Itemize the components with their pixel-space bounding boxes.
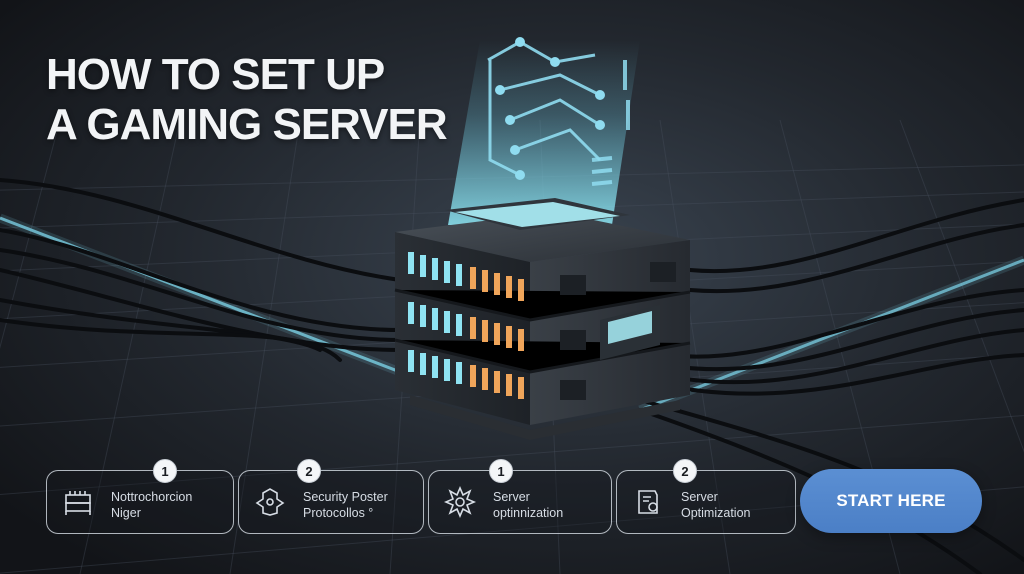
step-card-3[interactable]: 1 Server optinnization <box>428 459 612 534</box>
step-label: Security Poster Protocollos ° <box>303 490 388 520</box>
step-card-2[interactable]: 2 Security Poster Protocollos ° <box>238 459 424 534</box>
step-label: Server Optimization <box>681 490 751 520</box>
start-here-button[interactable]: START HERE <box>800 469 982 533</box>
page-title: HOW TO SET UP A GAMING SERVER <box>46 50 448 150</box>
step-number-badge: 2 <box>297 459 321 483</box>
gear-burst-icon <box>443 485 477 519</box>
title-line-2: A GAMING SERVER <box>46 100 448 149</box>
step-card-4[interactable]: 2 Server Optimization <box>616 459 796 534</box>
step-number-badge: 1 <box>489 459 513 483</box>
step-number-badge: 2 <box>673 459 697 483</box>
step-card-1[interactable]: 1 Nottrochorcion Niger <box>46 459 234 534</box>
server-rack-icon <box>65 491 91 515</box>
step-number-badge: 1 <box>153 459 177 483</box>
step-label: Nottrochorcion Niger <box>111 490 193 520</box>
title-line-1: HOW TO SET UP <box>46 50 385 99</box>
step-label: Server optinnization <box>493 490 564 520</box>
shield-lock-icon <box>638 490 658 514</box>
network-nodes-icon <box>255 488 285 516</box>
